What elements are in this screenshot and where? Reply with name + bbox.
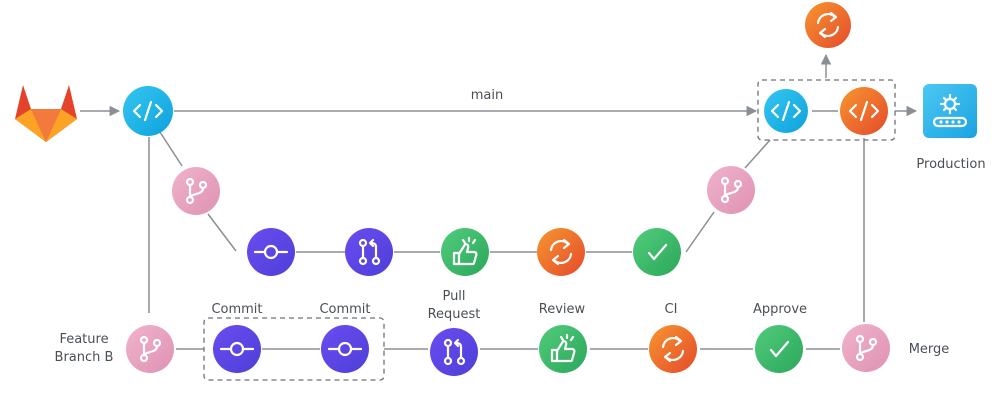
git-commit-icon (213, 325, 261, 373)
feature-branch-label-line2: Branch B (55, 350, 114, 365)
feature-branch-label-line1: Feature (59, 332, 108, 347)
code-icon (123, 86, 173, 136)
commits-group-box (203, 317, 385, 381)
commit-label: Commit (319, 302, 370, 317)
production-gear-conveyor-icon (923, 84, 977, 138)
connectors (80, 53, 918, 350)
git-commit-icon (321, 325, 369, 373)
approve-label: Approve (753, 302, 807, 317)
check-icon (755, 325, 803, 373)
commit-label: Commit (211, 302, 262, 317)
ci-label: CI (665, 302, 678, 317)
merge-label: Merge (909, 342, 950, 357)
thumbs-up-icon (539, 325, 587, 373)
review-label: Review (539, 302, 586, 317)
git-branch-icon (172, 167, 220, 215)
git-pull-request-icon (430, 328, 478, 376)
git-pull-request-icon (345, 228, 393, 276)
git-commit-icon (247, 228, 295, 276)
check-icon (633, 228, 681, 276)
code-icon (764, 89, 808, 133)
sync-icon (649, 325, 697, 373)
pull-request-label-line1: Pull (442, 289, 465, 304)
pull-request-label-line2: Request (428, 307, 481, 322)
production-label: Production (916, 157, 985, 172)
code-deploy-icon (840, 87, 888, 135)
sync-icon (537, 228, 585, 276)
git-branch-icon (707, 166, 755, 214)
gitlab-logo-icon (15, 85, 77, 142)
thumbs-up-icon (441, 228, 489, 276)
sync-icon (805, 2, 851, 48)
main-branch-label: main (471, 88, 503, 103)
git-branch-icon (126, 325, 174, 373)
deploy-group-box (757, 79, 896, 141)
git-merge-icon (842, 324, 890, 372)
